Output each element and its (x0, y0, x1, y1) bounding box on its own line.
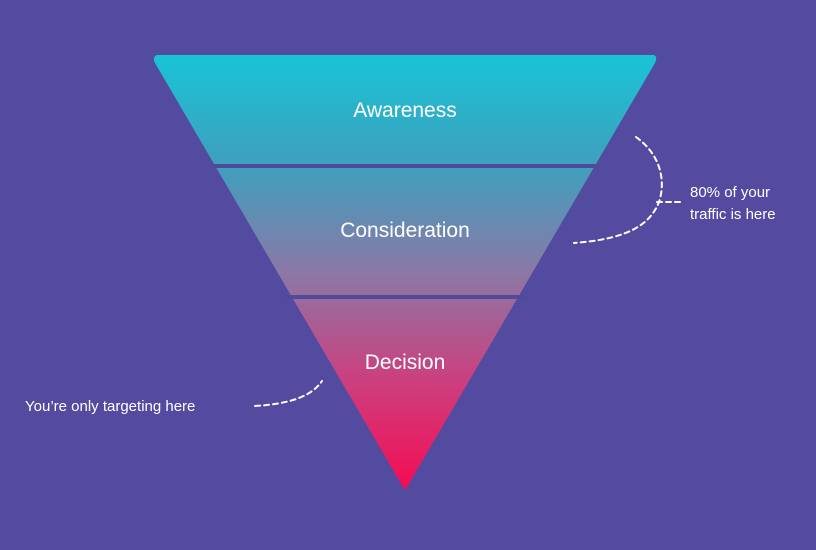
stage-label-decision: Decision (365, 351, 446, 374)
targeting-pointer (254, 380, 323, 407)
stage-label-awareness: Awareness (353, 99, 457, 122)
traffic-bracket (573, 136, 663, 244)
stage-label-consideration: Consideration (340, 219, 470, 242)
traffic-note-line2: traffic is here (690, 206, 776, 223)
targeting-note: You’re only targeting here (25, 398, 195, 415)
funnel-shape (153, 55, 657, 489)
traffic-note-line1: 80% of your (690, 184, 770, 201)
